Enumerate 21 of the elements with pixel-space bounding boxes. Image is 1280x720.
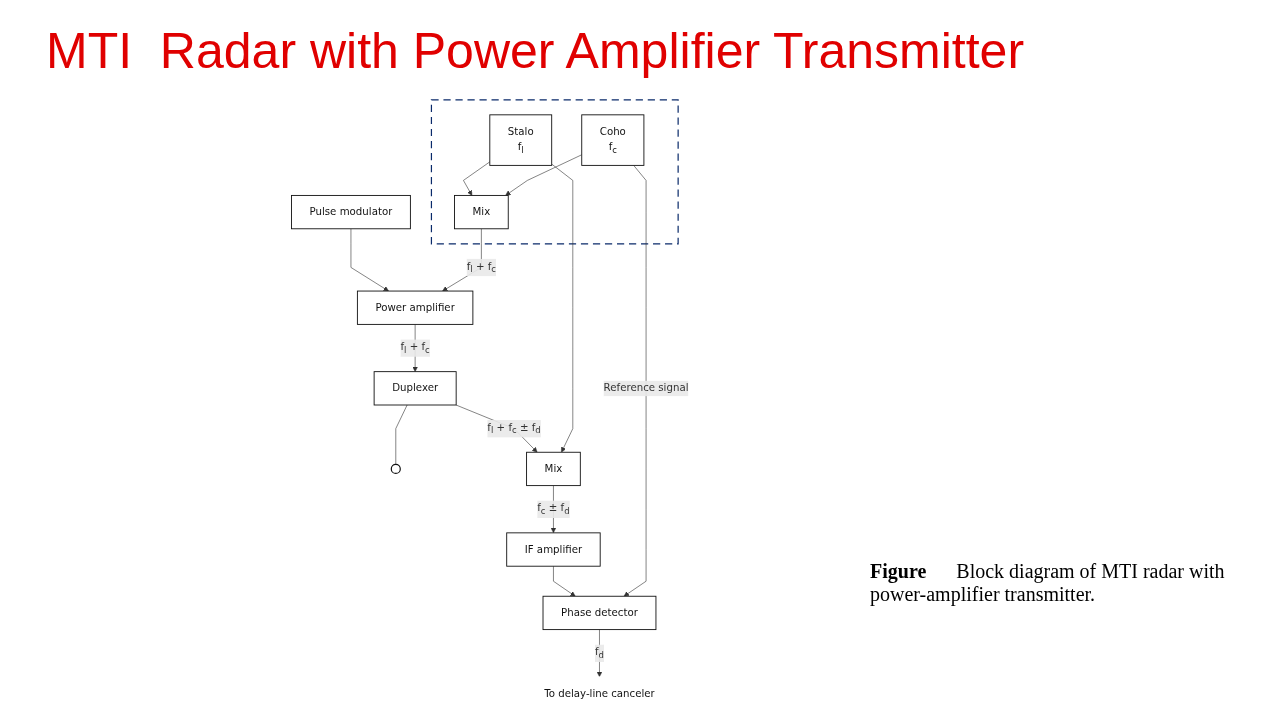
node-box: Duplexer bbox=[373, 371, 457, 406]
node-box: Stalo f$_{l}$ bbox=[489, 114, 553, 166]
edge-label: f$_{c}$ ± f$_{d}$ bbox=[537, 501, 570, 516]
cluster bbox=[430, 99, 679, 245]
node-box: IF amplifier bbox=[506, 532, 601, 567]
title: MTI Radar with Power Amplifier Transmitter bbox=[46, 22, 1025, 80]
edge-label: Reference signal bbox=[603, 381, 689, 394]
node-antenna bbox=[390, 463, 401, 475]
edge-label: f$_{l}$ + f$_{c}$ ± f$_{d}$ bbox=[487, 421, 541, 436]
node-text: To delay-line canceler bbox=[544, 687, 655, 700]
edge-label: f$_{d}$ bbox=[594, 645, 604, 660]
node-box: Phase detector bbox=[542, 595, 657, 631]
node-box: Power amplifier bbox=[356, 290, 474, 325]
edge-label: f$_{l}$ + f$_{c}$ bbox=[400, 340, 430, 355]
node-box: Mix bbox=[454, 195, 509, 230]
node-box: Mix bbox=[526, 451, 581, 487]
node-box: Coho f$_{c}$ bbox=[581, 114, 645, 166]
connector bbox=[395, 404, 408, 465]
node-box: Pulse modulator bbox=[291, 195, 411, 230]
edge-label: f$_{l}$ + f$_{c}$ bbox=[466, 260, 497, 275]
caption: Figure Block diagram of MTI radar with power-amplifier transmitter. bbox=[870, 560, 1226, 606]
